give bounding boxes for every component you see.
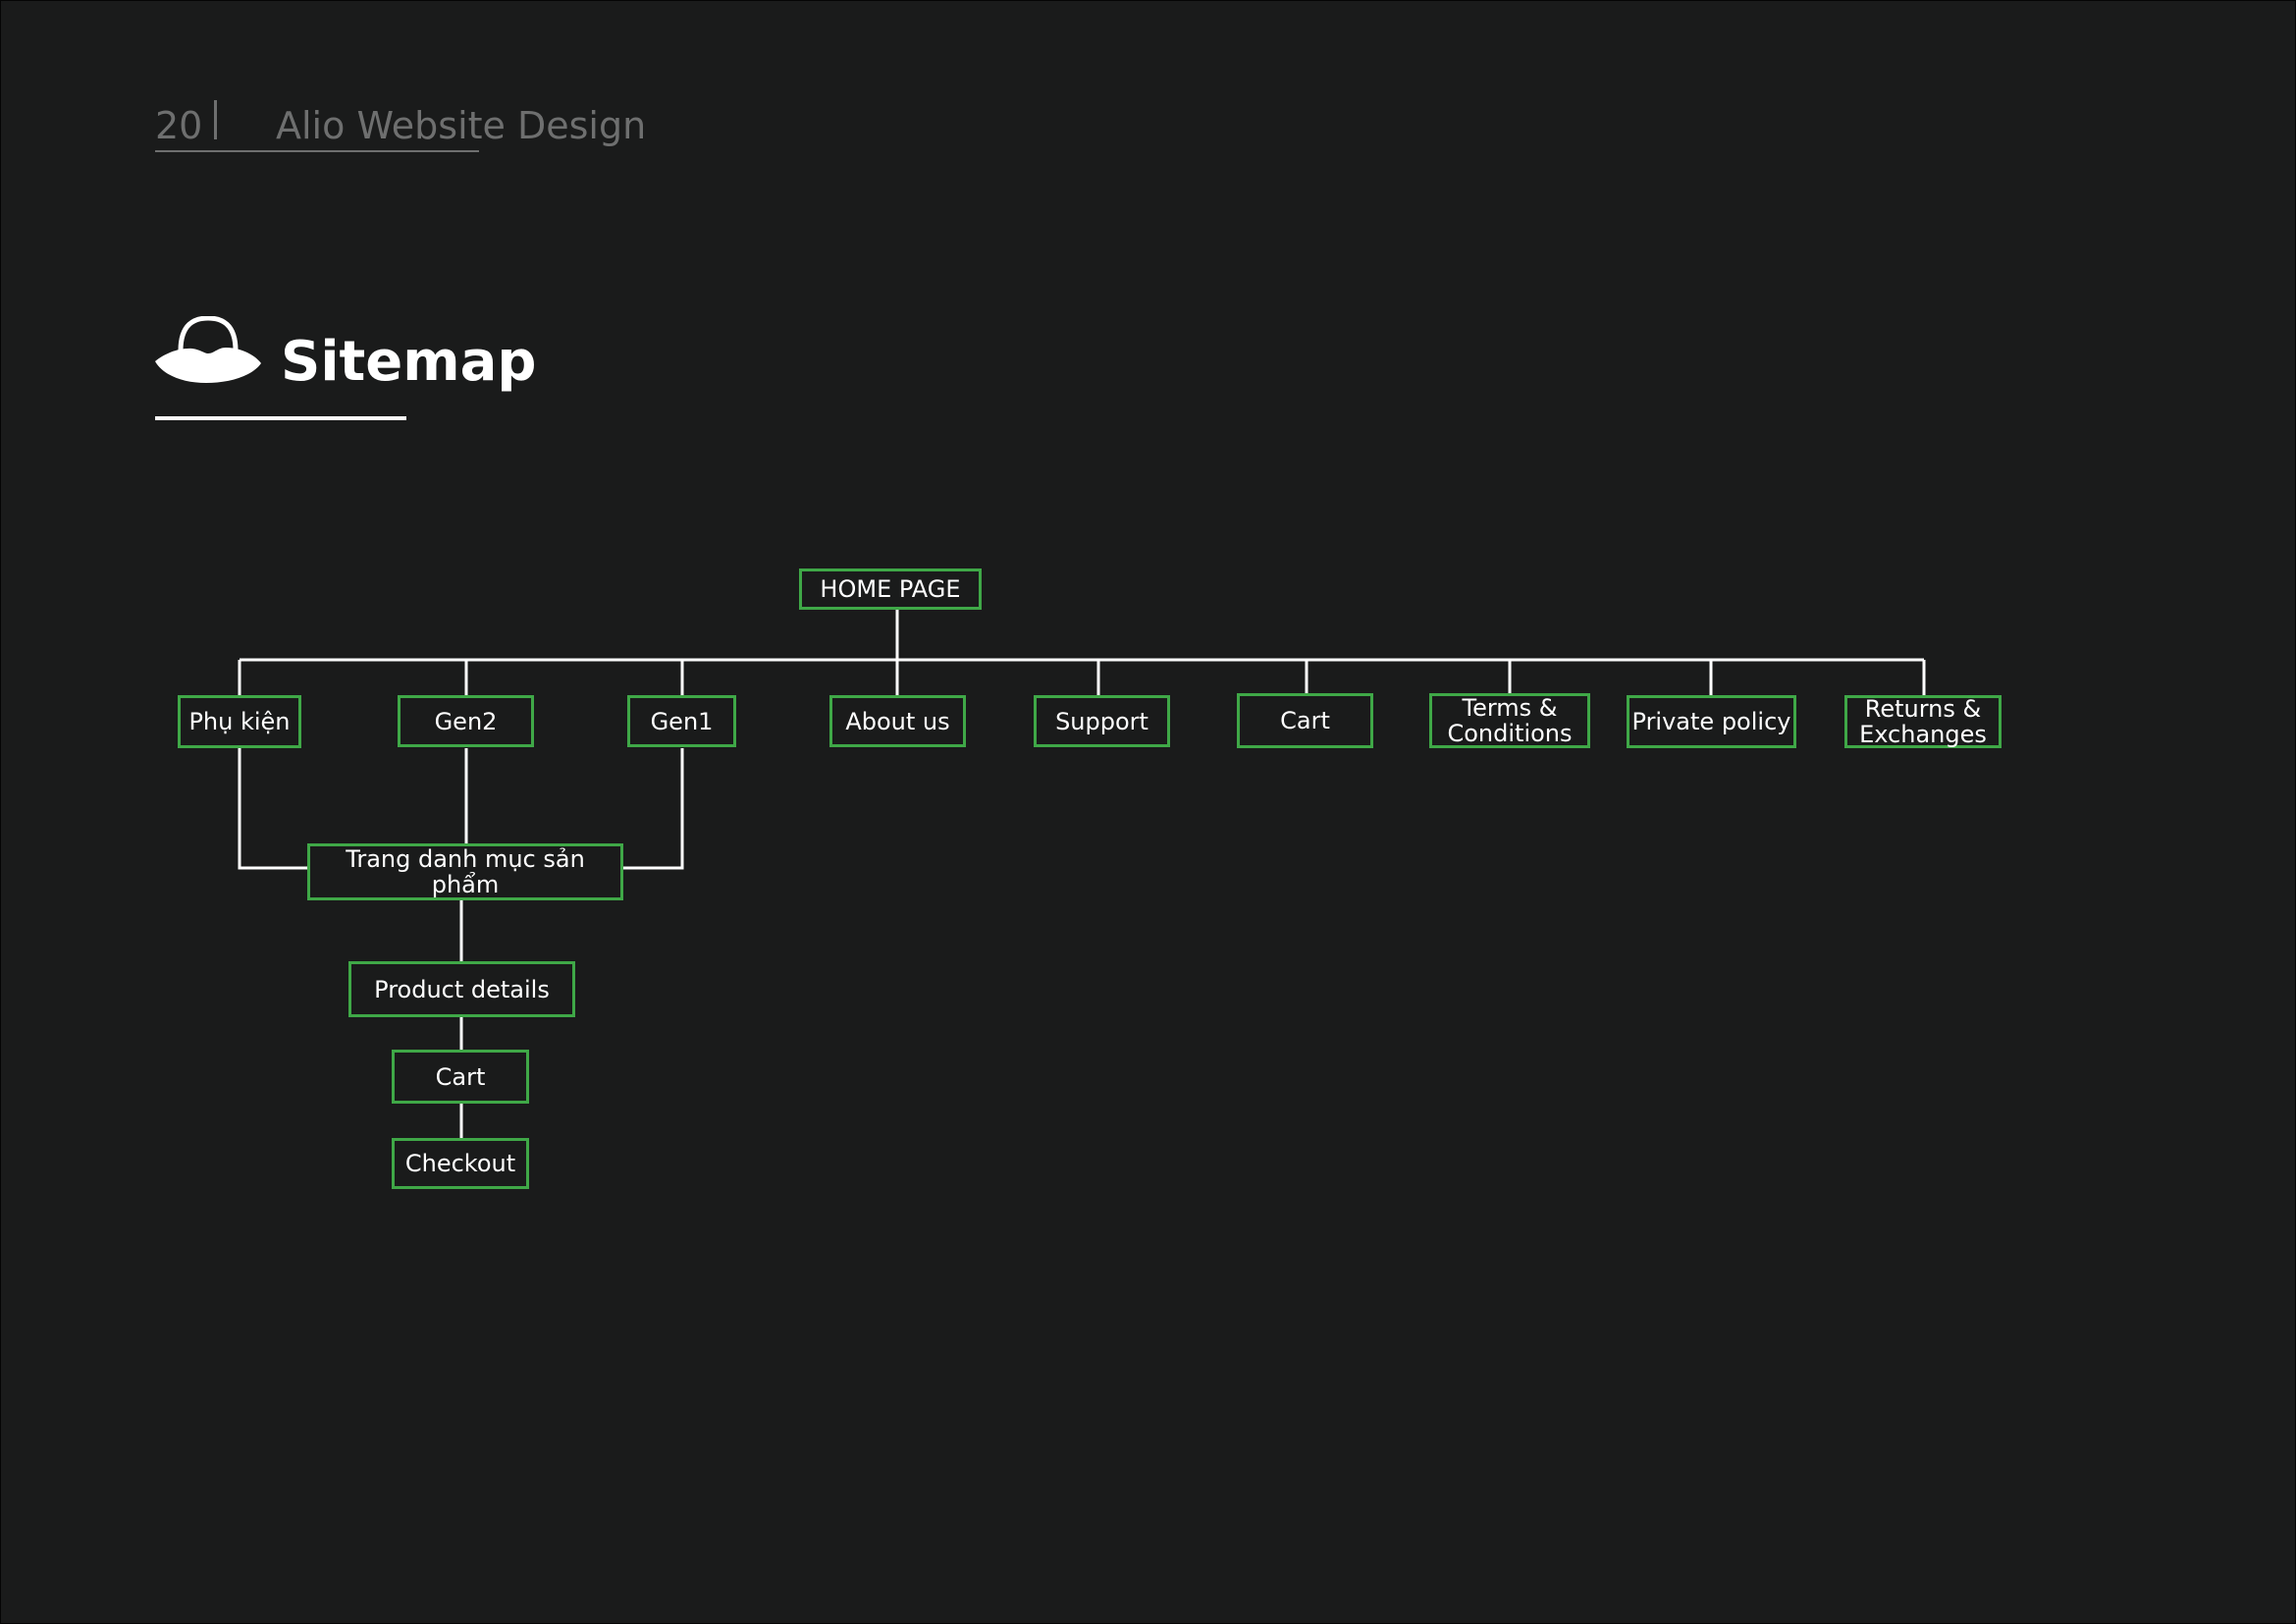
node-gen2: Gen2 — [398, 695, 534, 747]
connector-phu-kien-category — [238, 748, 308, 870]
node-checkout: Checkout — [392, 1138, 529, 1189]
node-phu-kien: Phụ kiện — [178, 695, 301, 748]
node-terms-conditions: Terms & Conditions — [1429, 693, 1590, 748]
node-product-details: Product details — [348, 961, 575, 1017]
section-underline — [155, 416, 406, 420]
node-gen1: Gen1 — [627, 695, 736, 747]
header-separator — [214, 100, 217, 139]
header-underline — [155, 150, 479, 152]
node-home-page: HOME PAGE — [799, 568, 982, 610]
page-number: 20 — [155, 104, 203, 147]
node-support: Support — [1034, 695, 1170, 747]
node-private-policy: Private policy — [1627, 695, 1796, 748]
node-returns-exchanges: Returns & Exchanges — [1844, 695, 2002, 748]
node-cart-top: Cart — [1237, 693, 1373, 748]
connector-gen1-category — [621, 748, 684, 870]
node-cart: Cart — [392, 1050, 529, 1104]
hat-icon — [155, 316, 261, 383]
node-about-us: About us — [829, 695, 966, 747]
document-title: Alio Website Design — [276, 104, 647, 147]
node-category-page: Trang danh mục sản phẩm — [307, 843, 623, 900]
section-title: Sitemap — [281, 330, 537, 394]
